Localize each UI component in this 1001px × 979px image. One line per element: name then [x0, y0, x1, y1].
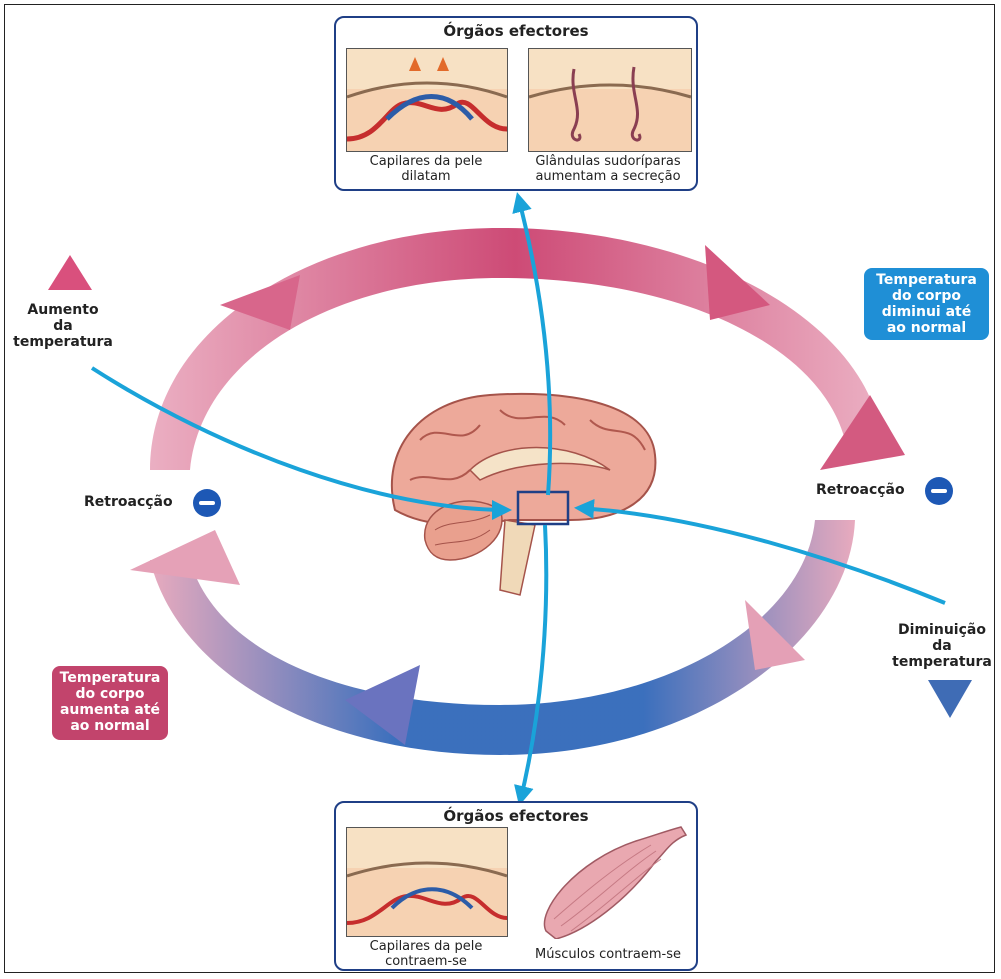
stimulus-increase-label: Aumento da temperatura	[8, 302, 118, 350]
down-triangle-icon	[928, 680, 972, 718]
effectors-box-top: Órgãos efectores Capilares da pele dilat…	[334, 16, 698, 191]
feedback-left-label: Retroacção	[84, 494, 173, 510]
caption-capillaries-constrict: Capilares da pele contraem-se	[344, 939, 508, 969]
caption-muscles-contract: Músculos contraem-se	[522, 947, 694, 962]
caption-sweat-glands: Glândulas sudoríparas aumentam a secreçã…	[522, 154, 694, 184]
up-triangle-icon	[48, 255, 92, 290]
stimulus-decrease-label: Diminuição da temperatura	[888, 622, 996, 670]
pathway-decrease-to-brain	[578, 508, 945, 603]
minus-circle-icon	[193, 489, 221, 517]
skin-capillaries-panel	[346, 48, 508, 152]
effectors-title: Órgãos efectores	[336, 22, 696, 40]
effectors-box-bottom: Órgãos efectores Capilares da pele contr…	[334, 801, 698, 971]
capillaries-dilate-illustration	[347, 49, 507, 151]
result-decreases-tag: Temperatura do corpo diminui até ao norm…	[864, 268, 989, 340]
minus-circle-icon	[925, 477, 953, 505]
sweat-glands-illustration	[529, 49, 691, 151]
muscle-panel	[516, 821, 692, 939]
ring-arrowhead-left	[130, 530, 240, 585]
result-increases-tag: Temperatura do corpo aumenta até ao norm…	[52, 666, 168, 740]
skin-capillaries-panel	[346, 827, 508, 937]
feedback-right-label: Retroacção	[816, 482, 905, 498]
sweat-glands-panel	[528, 48, 692, 152]
muscle-illustration	[516, 821, 692, 939]
capillaries-constrict-illustration	[347, 828, 507, 936]
caption-capillaries-dilate: Capilares da pele dilatam	[344, 154, 508, 184]
brain-illustration	[392, 394, 656, 595]
